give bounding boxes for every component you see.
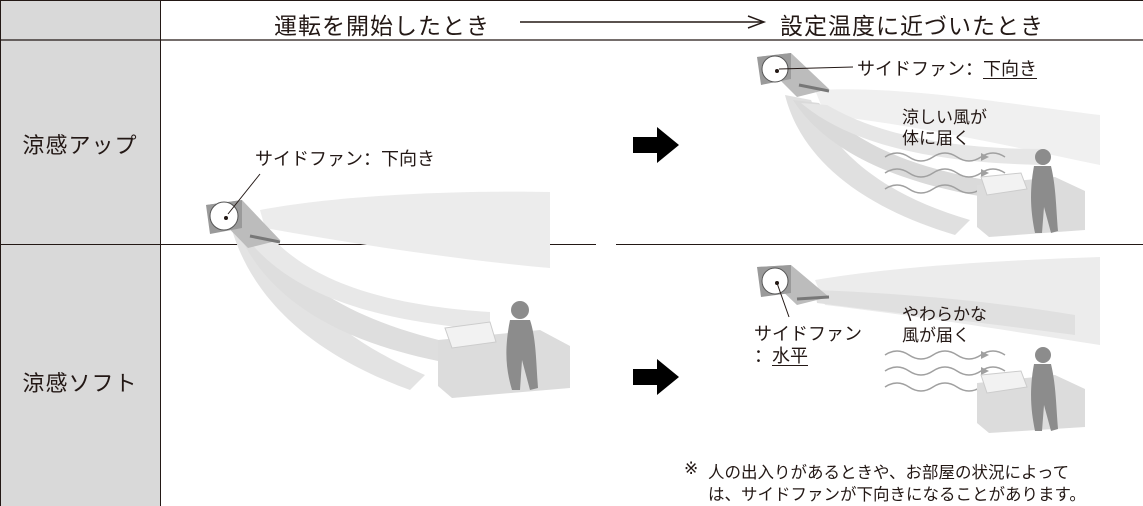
soft-fan-label-1: サイドファン — [754, 324, 862, 345]
person-icon — [1031, 149, 1058, 233]
downward-airflow-2 — [793, 100, 1007, 200]
horizontal-airflow — [260, 191, 550, 268]
horizontal-airflow-faint — [815, 89, 1100, 165]
soft-fan-label-2: ：水平 — [754, 342, 808, 368]
downward-airflow-2 — [240, 236, 465, 365]
air-conditioner-icon — [757, 265, 830, 305]
person-icon — [506, 301, 538, 390]
footnote-line-1: 人の出入りがあるときや、お部屋の状況によって — [708, 463, 1070, 482]
start-illustration — [206, 173, 570, 398]
up-illustration — [757, 53, 1100, 237]
up-wind-text-2: 体に届く — [902, 129, 970, 149]
up-fan-label-value: 下向き — [983, 59, 1037, 80]
start-fan-label: サイドファン：下向き — [255, 149, 435, 170]
progress-arrow-icon — [520, 15, 767, 29]
air-conditioner-icon — [757, 53, 830, 97]
header-near-label: 設定温度に近づいたとき — [780, 14, 1044, 40]
soft-wind-text-1: やわらかな — [902, 305, 987, 325]
sofa-icon — [438, 321, 570, 398]
person-icon — [1031, 347, 1058, 431]
soft-fan-label-value: 水平 — [772, 346, 808, 367]
up-fan-label: サイドファン：下向き — [857, 55, 1037, 81]
up-wind-text-1: 涼しい風が — [902, 108, 987, 128]
up-fan-label-prefix: サイドファン： — [857, 59, 983, 80]
transition-arrow-icon-soft — [633, 359, 679, 395]
downward-airflow-3 — [248, 240, 490, 330]
row-header-cell-soft — [0, 245, 160, 506]
soft-fan-label-prefix: ： — [754, 346, 772, 367]
soft-illustration — [757, 257, 1100, 433]
row-header-cell-top — [0, 0, 160, 40]
soft-wind-text-2: 風が届く — [902, 326, 970, 346]
downward-airflow-3 — [801, 103, 1045, 165]
row-header-cell-up — [0, 40, 160, 244]
row-label-up: 涼感アップ — [22, 134, 138, 159]
footnote-mark: ※ — [684, 459, 699, 479]
row-label-soft: 涼感ソフト — [22, 372, 138, 397]
footnote-line-2: は、サイドファンが下向きになることがあります。 — [708, 485, 1086, 504]
header-start-label: 運転を開始したとき — [274, 14, 490, 40]
sofa-icon — [977, 370, 1085, 433]
horizontal-airflow-inner — [815, 290, 1075, 335]
transition-arrow-icon-up — [633, 127, 679, 163]
sofa-icon — [977, 172, 1085, 237]
